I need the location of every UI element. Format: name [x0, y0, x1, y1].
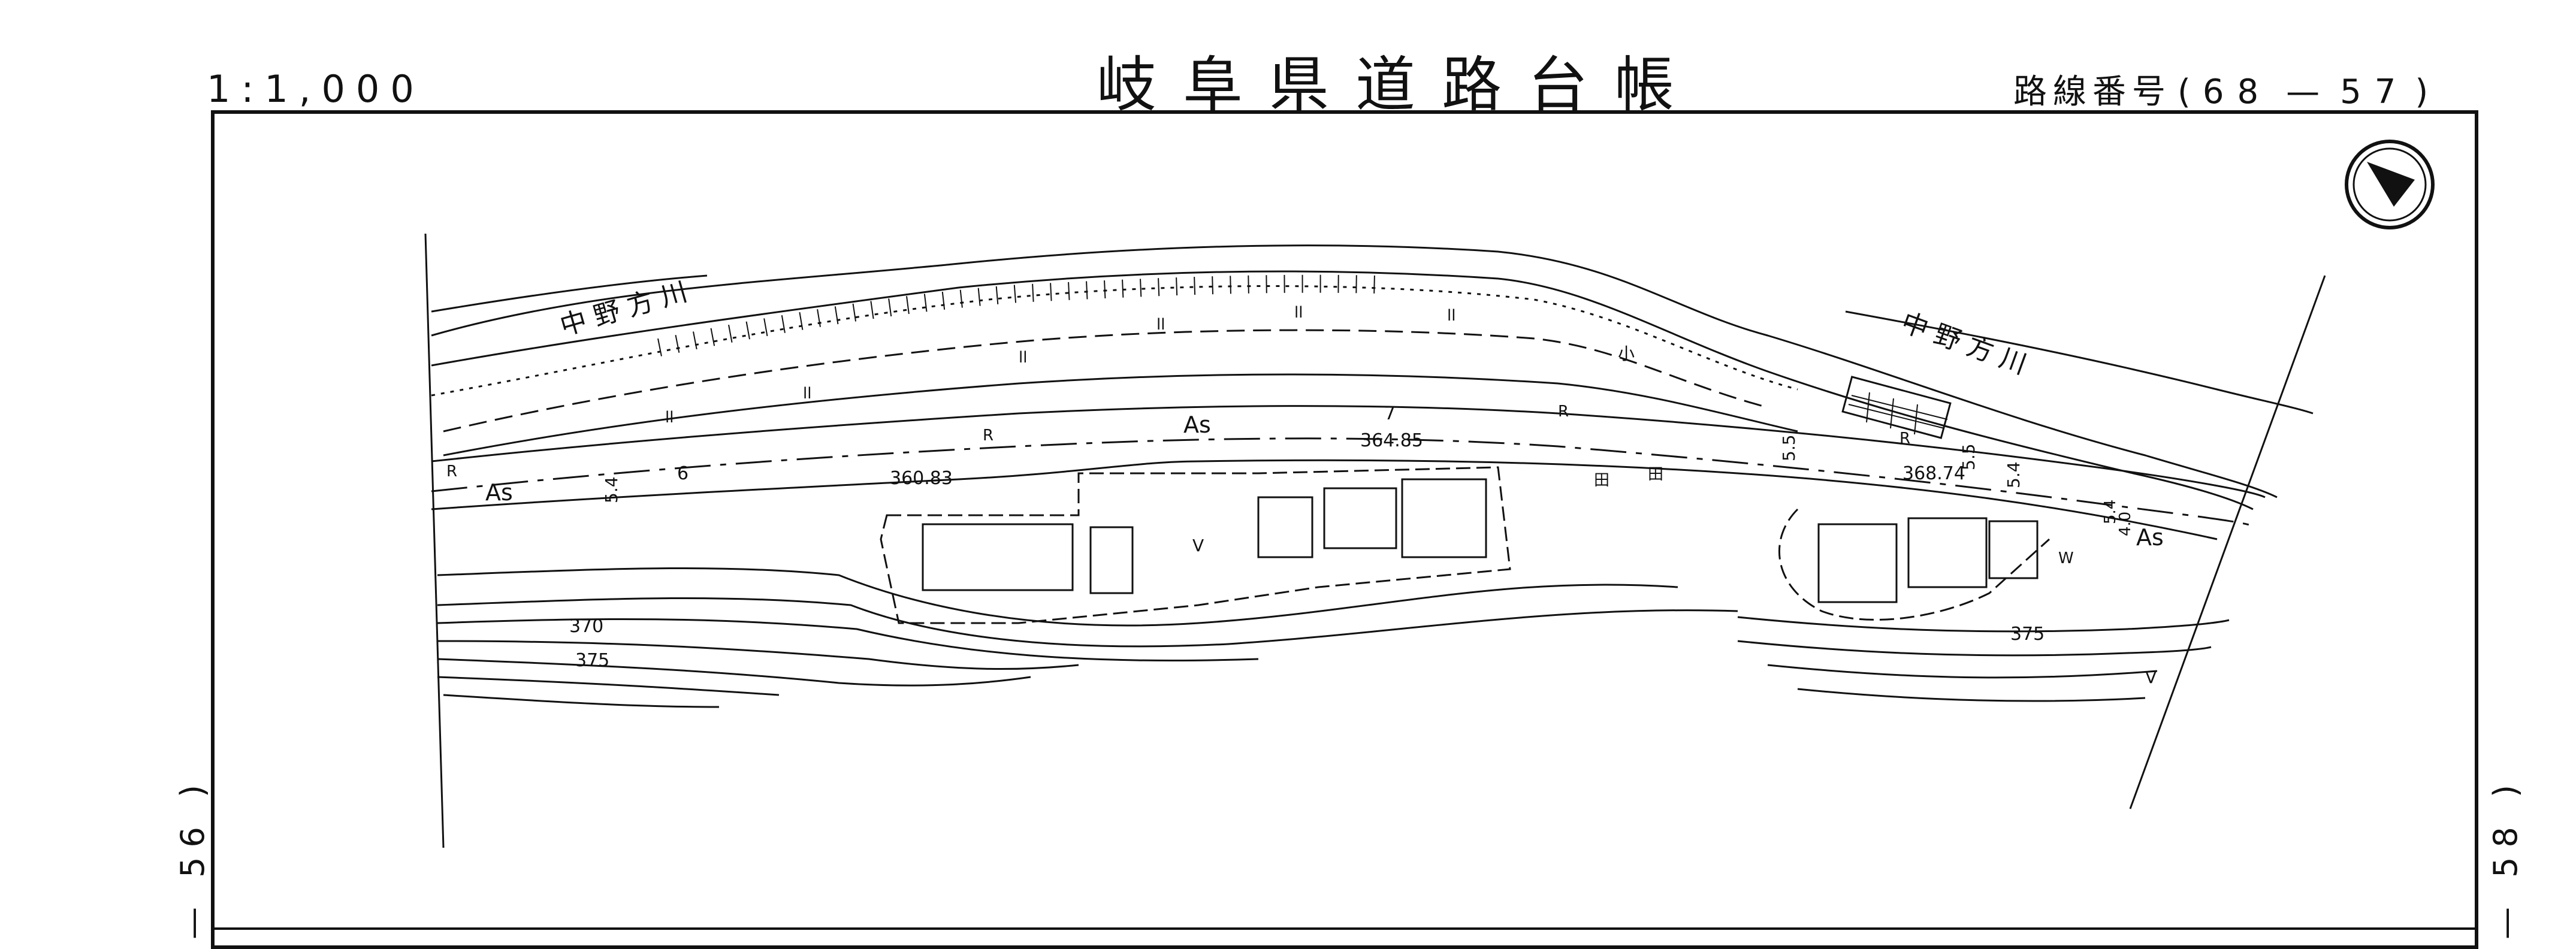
contour-label-370: 370	[569, 616, 603, 637]
embankment-lower	[443, 373, 1798, 457]
grass-mark-2: ll	[803, 385, 811, 403]
contour-3	[437, 618, 1259, 662]
frame-bottom-rule	[211, 927, 2478, 930]
map-edge-right	[2129, 275, 2326, 809]
grass-mark-3: ll	[1019, 349, 1027, 367]
contour-label-375-right: 375	[2010, 624, 2045, 645]
page-title: 岐阜県道路台帳	[1097, 50, 1701, 120]
surface-label-mid: As	[1183, 412, 1211, 438]
road-edge-north	[431, 405, 2266, 498]
width-label-2: 6	[677, 463, 688, 484]
contour-7	[443, 694, 720, 708]
contour-2	[437, 597, 1738, 648]
route-open-paren: (	[2178, 72, 2197, 111]
contour-4	[437, 640, 1079, 670]
width-label-3: 7	[1384, 403, 1396, 424]
map-edge-left	[424, 233, 445, 848]
small-mark: 小	[1618, 344, 1635, 364]
lot-boundary-south	[880, 466, 1511, 624]
contour-6	[437, 676, 780, 696]
retaining-mark-1: R	[446, 463, 457, 480]
building-2	[1089, 526, 1134, 594]
well-mark: W	[2058, 549, 2074, 567]
building-3	[1257, 496, 1313, 558]
grass-mark-5: ll	[1294, 304, 1303, 322]
north-arrow-icon	[2345, 140, 2435, 229]
width-label-8: 5.4	[2101, 500, 2119, 524]
building-4	[1323, 487, 1397, 549]
retaining-mark-3: R	[1558, 403, 1569, 421]
retaining-mark-2: R	[983, 427, 993, 445]
elevation-3: 368.74	[1902, 463, 1965, 484]
contour-9	[1737, 640, 2212, 657]
river-bank-upper	[431, 244, 2278, 498]
v-mark-2: V	[2145, 667, 2157, 687]
building-7	[1907, 517, 1988, 588]
v-mark-1: V	[1192, 536, 1204, 555]
river-far-bank	[431, 274, 708, 313]
route-minor-number: 57	[2340, 72, 2409, 111]
lot-boundary-south-right	[1778, 508, 2050, 621]
route-close-paren: )	[2415, 72, 2435, 111]
grass-mark-4: ll	[1156, 316, 1165, 334]
brick-wall	[1841, 376, 1952, 439]
width-label-7: 4.0	[2116, 512, 2134, 536]
river-far-bank-right	[1845, 310, 2314, 415]
contour-8	[1737, 616, 2230, 633]
route-separator: —	[2286, 72, 2326, 111]
field-mark-1: 田	[1594, 472, 1609, 489]
field-mark-2: 田	[1648, 466, 1663, 483]
grass-mark-1: ll	[665, 409, 674, 427]
brick-wall-hatch	[1848, 392, 1948, 435]
contour-10	[1767, 664, 2158, 679]
elevation-2: 364.85	[1360, 430, 1423, 451]
road-edge-south	[431, 459, 2218, 540]
retaining-mark-4: R	[1899, 430, 1910, 448]
width-label-4: 5.5	[1779, 434, 1799, 461]
surface-label-right: As	[2136, 524, 2164, 551]
building-5	[1401, 478, 1487, 558]
route-major-number: 68	[2202, 72, 2272, 111]
surface-label-left: As	[485, 479, 513, 506]
hedge-row	[657, 274, 1379, 356]
building-1	[922, 523, 1074, 591]
grass-mark-6: ll	[1447, 307, 1455, 325]
width-label-6: 5.4	[2004, 461, 2024, 488]
width-label-5: 5.5	[1959, 443, 1979, 470]
contour-11	[1797, 688, 2146, 702]
map-scale: 1:1,000	[207, 67, 425, 111]
route-number: 路線番号(68 — 57)	[2013, 65, 2440, 113]
embankment-upper	[443, 329, 1768, 433]
elevation-1: 360.83	[890, 468, 953, 489]
contour-5	[437, 658, 1031, 687]
building-8	[1988, 520, 2039, 579]
contour-1	[437, 567, 1678, 627]
road-centerline	[431, 437, 2254, 527]
river-label-left: 中 野 方 川	[557, 276, 691, 341]
width-label-1: 5.4	[602, 476, 621, 503]
route-number-label: 路線番号	[2013, 72, 2172, 111]
building-6	[1817, 523, 1898, 603]
river-bank-lower	[431, 270, 2254, 510]
contour-label-375-left: 375	[575, 650, 609, 671]
